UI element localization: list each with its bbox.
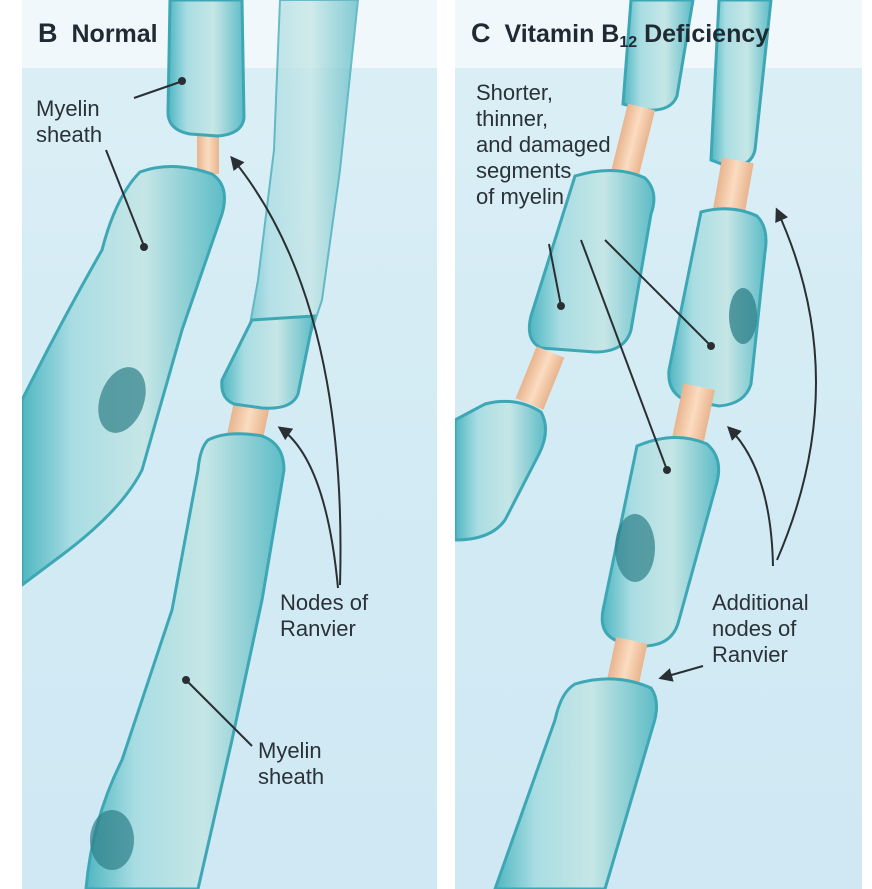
arrow-additional-node-top [777,210,816,560]
panel-b-title-text: Normal [72,20,158,48]
panel-c-title: C Vitamin B12 Deficiency [471,18,769,52]
label-nodes-of-ranvier: Nodes of Ranvier [280,590,368,642]
label-line: Additional [712,590,809,616]
panel-c-letter: C [471,18,491,48]
label-line: Ranvier [712,642,809,668]
label-line: Shorter, [476,80,611,106]
label-line: sheath [36,122,102,148]
label-line: and damaged [476,132,611,158]
label-line: Nodes of [280,590,368,616]
label-line: sheath [258,764,324,790]
label-line: thinner, [476,106,611,132]
arrow-additional-node-middle [729,428,773,566]
panel-b-letter: B [38,18,58,48]
label-line: of myelin [476,184,611,210]
myelin-segment-middle [222,316,314,445]
panel-c-title-prefix: Vitamin B [505,20,620,48]
label-line: Myelin [36,96,102,122]
label-myelin-sheath-bottom: Myelin sheath [258,738,324,790]
label-line: Ranvier [280,616,368,642]
arrow-additional-node-bottom [661,666,703,678]
label-damaged-myelin: Shorter, thinner, and damaged segments o… [476,80,611,210]
panel-b-title: B Normal [38,18,158,49]
label-line: segments [476,158,611,184]
myelin-segment-top [168,0,244,174]
label-line: nodes of [712,616,809,642]
label-additional-nodes-of-ranvier: Additional nodes of Ranvier [712,590,809,668]
label-myelin-sheath-top: Myelin sheath [36,96,102,148]
panel-c-title-subscript: 12 [619,34,637,51]
arrow-node-middle [280,428,338,588]
panel-c-title-suffix: Deficiency [637,20,769,48]
label-line: Myelin [258,738,324,764]
